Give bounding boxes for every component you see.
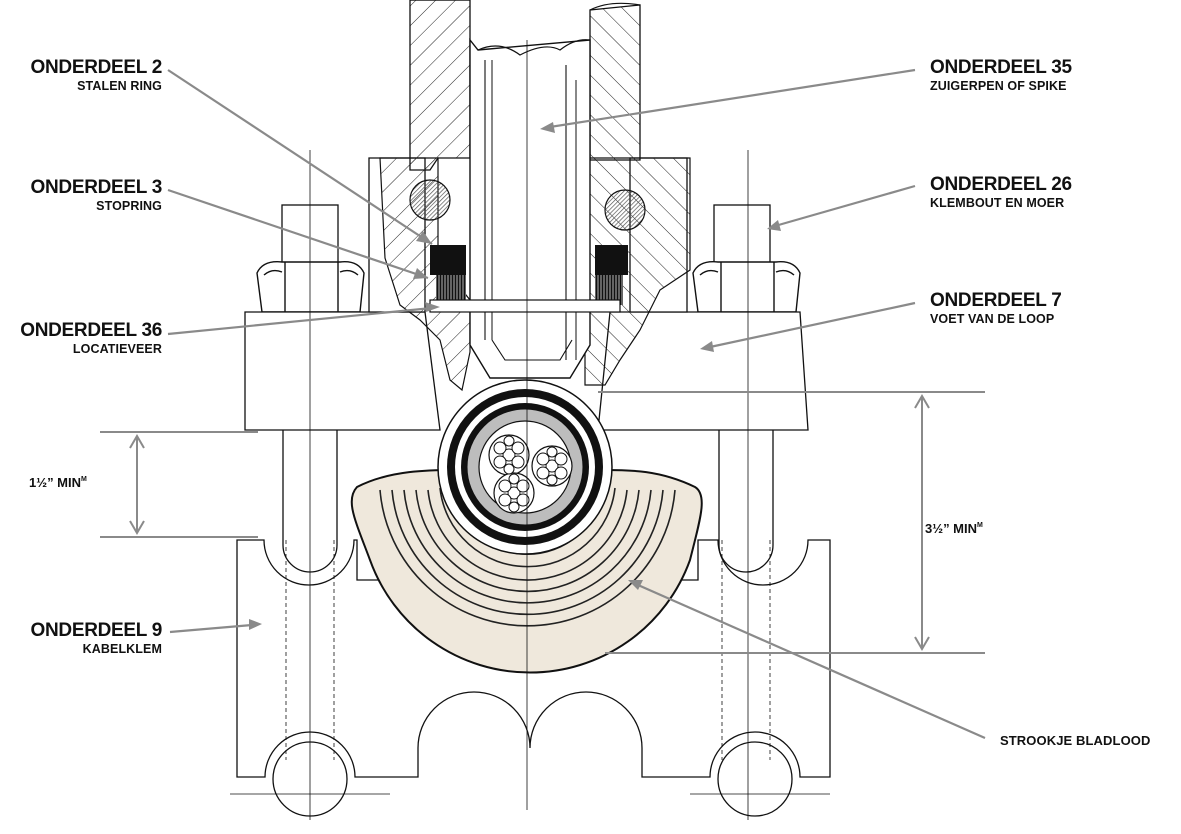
left-nut: [256, 261, 365, 313]
label-part-9: ONDERDEEL 9 KABELKLEM: [0, 620, 163, 656]
dimension-right-label: 3½” MINM: [925, 521, 983, 536]
dimension-right: [598, 391, 985, 654]
label-part-2-title: ONDERDEEL 2: [30, 57, 163, 78]
label-part-26: ONDERDEEL 26 KLEMBOUT EN MOER: [930, 175, 1170, 210]
label-lead-strip-title: STROOKJE BLADLOOD: [1000, 733, 1151, 748]
label-part-35-title: ONDERDEEL 35: [930, 57, 1072, 78]
label-part-3-sub: STOPRING: [96, 199, 162, 213]
piston-pin: [469, 38, 591, 379]
label-part-36-sub: LOCATIEVEER: [72, 342, 162, 356]
label-part-7: ONDERDEEL 7 VOET VAN DE LOOP: [930, 291, 1170, 326]
dimension-left-value: 1½” MIN: [29, 475, 82, 490]
label-part-35: ONDERDEEL 35 ZUIGERPEN OF SPIKE: [930, 58, 1170, 93]
label-part-3-title: ONDERDEEL 3: [30, 177, 163, 198]
dimension-left: [100, 431, 258, 538]
label-part-9-title: ONDERDEEL 9: [30, 620, 163, 641]
label-part-36: ONDERDEEL 36 LOCATIEVEER: [0, 321, 162, 356]
right-nut: [692, 261, 801, 313]
label-part-36-title: ONDERDEEL 36: [20, 320, 162, 341]
dimension-right-suffix: M: [977, 522, 983, 529]
label-part-2: ONDERDEEL 2 STALEN RING: [0, 57, 163, 93]
dimension-left-label: 1½” MINM: [29, 475, 87, 490]
gland-left-section: [379, 157, 471, 392]
dimension-left-suffix: M: [81, 476, 87, 483]
barrel-right-wall: [589, 4, 641, 161]
right-bolt-shaft: [713, 204, 774, 573]
label-part-26-sub: KLEMBOUT EN MOER: [930, 196, 1065, 210]
label-part-9-sub: KABELKLEM: [82, 642, 162, 656]
label-part-35-sub: ZUIGERPEN OF SPIKE: [930, 79, 1067, 93]
label-part-2-sub: STALEN RING: [77, 79, 162, 93]
barrel-left-wall: [409, 0, 471, 171]
label-part-3: ONDERDEEL 3 STOPRING: [0, 177, 163, 213]
label-part-7-sub: VOET VAN DE LOOP: [930, 312, 1055, 326]
dimension-right-value: 3½” MIN: [925, 521, 978, 536]
label-part-7-title: ONDERDEEL 7: [930, 290, 1062, 311]
cable-cross-section: [437, 379, 613, 555]
steel-ring-o: [409, 179, 646, 231]
label-part-26-title: ONDERDEEL 26: [930, 174, 1072, 195]
location-spring: [429, 299, 621, 313]
leader-lines: [167, 68, 986, 740]
label-lead-strip: STROOKJE BLADLOOD: [1000, 731, 1180, 747]
